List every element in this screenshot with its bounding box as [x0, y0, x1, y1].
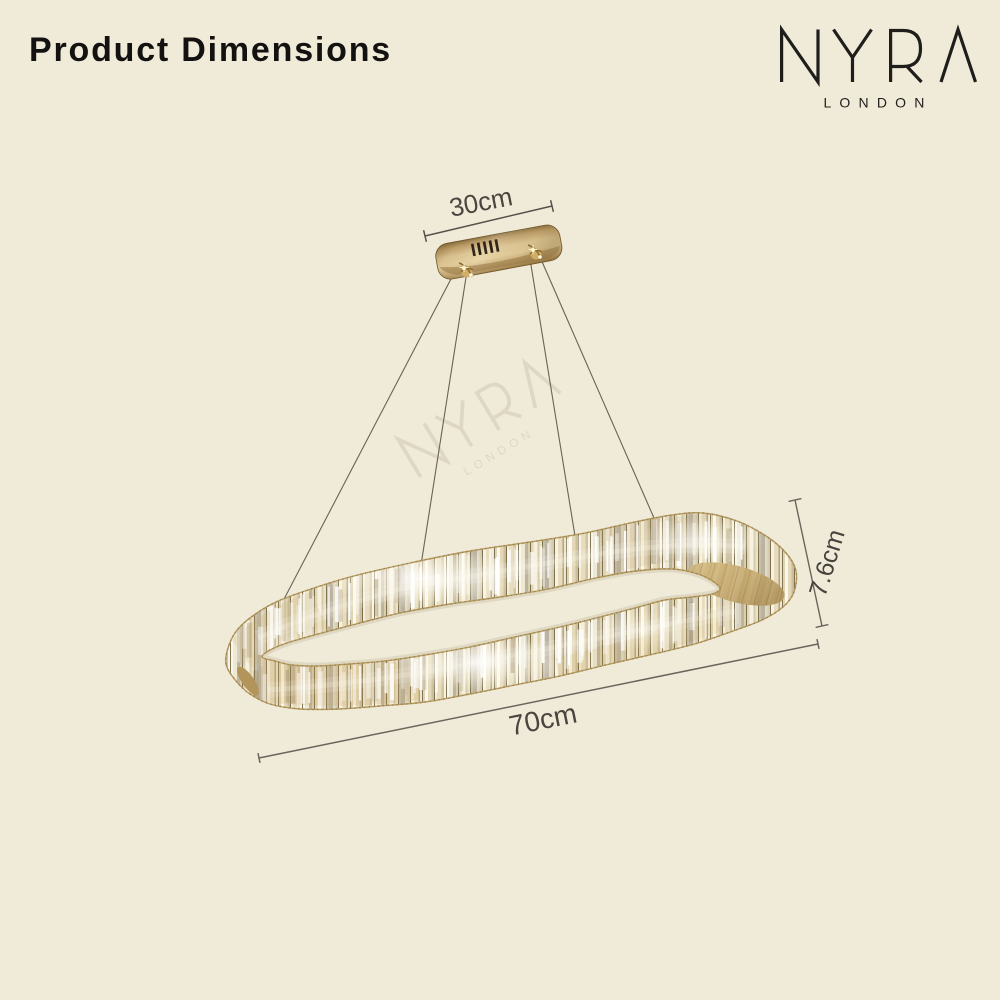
- svg-text:Product Dimensions: Product Dimensions: [29, 31, 392, 69]
- svg-text:LONDON: LONDON: [823, 95, 932, 111]
